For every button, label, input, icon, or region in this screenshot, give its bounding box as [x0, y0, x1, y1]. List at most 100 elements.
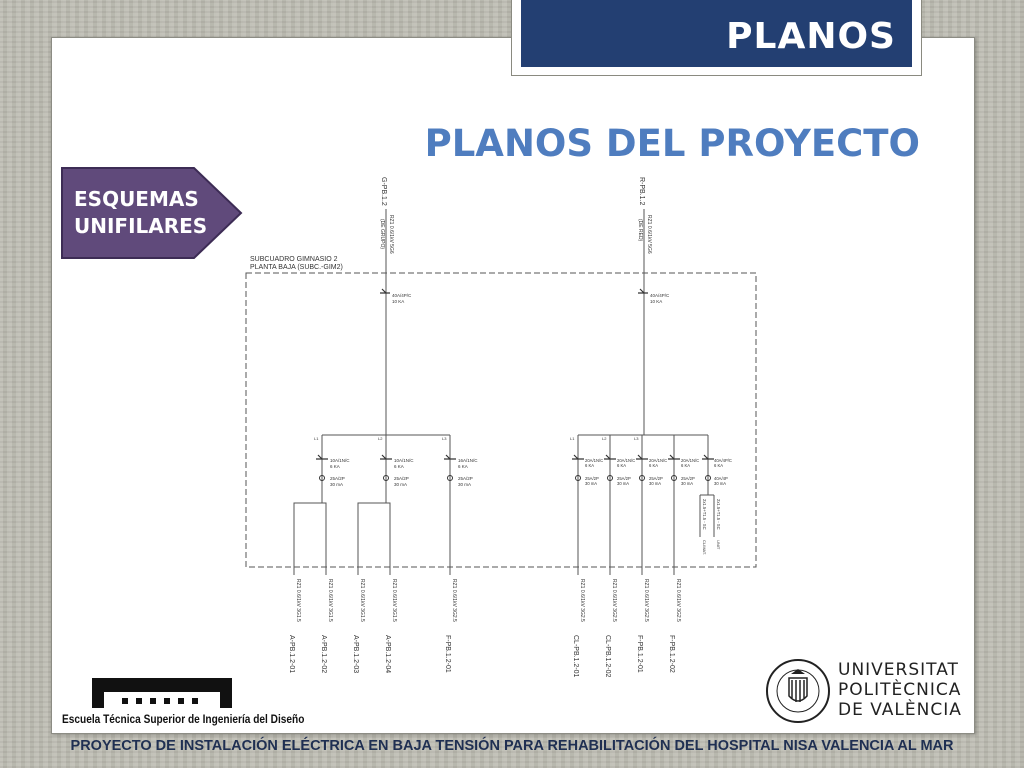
- circuit-left-3-labels: RZ1 0.6/1kV 3G1.5 A-PB.1.2-03: [352, 579, 365, 673]
- diagram-drawing: SUBCUADRO GIMNASIO 2 PLANTA BAJA (SUBC.-…: [245, 177, 757, 678]
- branch-right-2-rating: 6 KA: [617, 463, 626, 468]
- section-tab-background: PLANOS: [521, 0, 912, 67]
- feeder-left-note: (DE GRUPO): [379, 219, 385, 249]
- branch-left-1-rcd-sens: 30 mA: [330, 482, 343, 487]
- circuit-left-4-labels: RZ1 0.6/1kV 3G1.5 A-PB.1.2-04: [384, 579, 397, 673]
- main-breaker-right-symbol: [638, 288, 648, 294]
- branch-right-2-rcd-sens: 30 mA: [617, 481, 629, 486]
- circuit-left-2-labels: RZ1 0.6/1kV 3G1.5 A-PB.1.2-02: [320, 579, 333, 673]
- aux-line-2: 2x1.5+T1.5 - SC: [716, 499, 721, 530]
- branch-right-1-rating: 6 KA: [585, 463, 594, 468]
- branch-left-3-rcd: 25A/2P: [458, 476, 473, 481]
- circuit-left-2-cable: RZ1 0.6/1kV 3G1.5: [327, 579, 333, 622]
- esquemas-arrow-label: ESQUEMAS UNIFILARES: [60, 166, 244, 260]
- branch-right-4-rcd: 25A/2P: [681, 476, 695, 481]
- branch-right-5-rcd: 40A/4P: [714, 476, 728, 481]
- branch-left-3-rating: 6 KA: [458, 464, 468, 469]
- circuit-left-3-wire: [357, 485, 387, 575]
- branch-right-3: 20A/1N/C 6 KA 25A/2P 30 mA L3: [634, 435, 667, 575]
- branch-right-3-phase: L3: [634, 436, 639, 441]
- university-name-line3: DE VALÈNCIA: [838, 700, 962, 720]
- branch-right-4-rating: 6 KA: [681, 463, 690, 468]
- circuit-left-1-cable: RZ1 0.6/1kV 3G1.5: [295, 579, 301, 622]
- branch-right-1: 20A/1N/C 6 KA 25A/2P 30 mA L1: [570, 435, 603, 575]
- circuit-right-1-labels: RZ1 0.6/1kV 3G2.5 CL-PB.1.2-01: [572, 579, 585, 678]
- circuit-left-5-tag: F-PB.1.2-01: [444, 635, 451, 673]
- circuit-left-4-cable: RZ1 0.6/1kV 3G1.5: [391, 579, 397, 622]
- branch-left-1-rcd: 25A/2P: [330, 476, 345, 481]
- branch-right-2: 20A/1N/C 6 KA 25A/2P 30 mA L2: [602, 435, 635, 575]
- feeder-right-tag: R-PB.1.2: [638, 177, 645, 206]
- branch-right-4-rcd-sens: 30 mA: [681, 481, 693, 486]
- circuit-left-4-wire: [386, 502, 391, 575]
- circuit-left-1-tag: A-PB.1.2-01: [288, 635, 295, 673]
- school-name: Escuela Técnica Superior de Ingeniería d…: [62, 714, 305, 726]
- branch-left-3-label: 16A/1N/C: [458, 458, 478, 463]
- circuit-right-3-labels: RZ1 0.6/1kV 3G2.5 F-PB.1.2-01: [636, 579, 649, 673]
- branch-right-4-label: 20A/1N/C: [681, 458, 699, 463]
- branch-left-2-rcd-sens: 30 mA: [394, 482, 407, 487]
- page-title: PLANOS DEL PROYECTO: [424, 122, 920, 165]
- branch-right-1-label: 20A/1N/C: [585, 458, 603, 463]
- circuit-left-4-tag: A-PB.1.2-04: [384, 635, 391, 673]
- slide-card: [51, 37, 975, 734]
- branch-right-5: 40A/4P/C 6 KA 40A/4P 30 mA 2x1.5+T1.5 - …: [699, 435, 732, 555]
- branch-left-1-rating: 6 KA: [330, 464, 340, 469]
- circuit-left-3-cable: RZ1 0.6/1kV 3G1.5: [359, 579, 365, 622]
- feeder-right-cable: RZ1 0.6/1kV 5G6: [646, 215, 652, 254]
- branch-right-5-rcd-sens: 30 mA: [714, 481, 726, 486]
- circuit-right-3-cable: RZ1 0.6/1kV 3G2.5: [643, 579, 649, 622]
- main-breaker-right-rating: 10 KA: [650, 299, 662, 304]
- main-breaker-right-label: 40A/4P/C: [650, 293, 670, 298]
- circuit-right-4-tag: F-PB.1.2-02: [668, 635, 675, 673]
- arrow-shape: [61, 167, 243, 259]
- school-logo: Escuela Técnica Superior de Ingeniería d…: [62, 676, 304, 732]
- branch-right-4: 20A/1N/C 6 KA 25A/2P 30 mA: [668, 435, 699, 575]
- branch-right-3-rating: 6 KA: [649, 463, 658, 468]
- branch-left-2-label: 10A/1N/C: [394, 458, 414, 463]
- section-tab: PLANOS: [511, 0, 922, 76]
- branch-right-1-phase: L1: [570, 436, 575, 441]
- circuit-right-1-cable: RZ1 0.6/1kV 3G2.5: [579, 579, 585, 622]
- branch-left-2-rcd: 25A/2P: [394, 476, 409, 481]
- circuit-left-3-tag: A-PB.1.2-03: [352, 635, 359, 673]
- branch-left-3-phase: L3: [442, 436, 447, 441]
- circuit-right-4-cable: RZ1 0.6/1kV 3G2.5: [675, 579, 681, 622]
- main-breaker-left-label: 40A/4P/C: [392, 293, 412, 298]
- panel-name-line1: SUBCUADRO GIMNASIO 2: [250, 256, 338, 263]
- circuit-left-1-labels: RZ1 0.6/1kV 3G1.5 A-PB.1.2-01: [288, 579, 301, 673]
- feeder-left-tag: G-PB.1.2: [380, 177, 387, 206]
- university-name: UNIVERSITAT POLITÈCNICA DE VALÈNCIA: [838, 660, 962, 720]
- branch-left-2-rating: 6 KA: [394, 464, 404, 469]
- section-title: PLANOS: [726, 16, 896, 57]
- circuit-right-1-tag: CL-PB.1.2-01: [572, 635, 579, 678]
- single-line-diagram: SUBCUADRO GIMNASIO 2 PLANTA BAJA (SUBC.-…: [232, 165, 768, 695]
- branch-left-1-label: 10A/1N/C: [330, 458, 350, 463]
- branch-left-3: 16A/1N/C 6 KA 25A/2P 30 mA L3: [442, 435, 478, 487]
- circuit-left-5-labels: RZ1 0.6/1kV 3G2.5 F-PB.1.2-01: [444, 579, 457, 673]
- branch-left-1: 10A/1N/C 6 KA 25A/2P 30 mA L1: [314, 435, 350, 487]
- arrow-label-line1: ESQUEMAS: [74, 187, 199, 211]
- university-name-line1: UNIVERSITAT: [838, 660, 959, 680]
- branch-right-2-phase: L2: [602, 436, 607, 441]
- circuit-right-3-tag: F-PB.1.2-01: [636, 635, 643, 673]
- aux-line-1: 2x1.5+T1.5 - SC: [702, 499, 707, 530]
- aux-label-1: CLIMAT.: [702, 540, 707, 555]
- circuit-right-2-tag: CL-PB.1.2-02: [604, 635, 611, 678]
- main-breaker-left-symbol: [380, 288, 390, 294]
- branch-right-5-label: 40A/4P/C: [714, 458, 732, 463]
- branch-right-1-rcd-sens: 30 mA: [585, 481, 597, 486]
- panel-name-line2: PLANTA BAJA (SUBC.-GIM2): [250, 264, 343, 271]
- circuit-left-2-wire: [322, 502, 327, 575]
- circuit-left-1-wire: [293, 485, 323, 575]
- feeder-right-note: (DE RED): [637, 219, 643, 242]
- feeder-left-cable: RZ1 0.6/1kV 5G6: [388, 215, 394, 254]
- project-title-footer: PROYECTO DE INSTALACIÓN ELÉCTRICA EN BAJ…: [70, 738, 954, 754]
- panel-boundary: [245, 272, 757, 568]
- branch-left-3-rcd-sens: 30 mA: [458, 482, 471, 487]
- aux-label-2: UNIT: [716, 540, 721, 550]
- branch-left-2-phase: L2: [378, 436, 383, 441]
- branch-right-2-label: 20A/1N/C: [617, 458, 635, 463]
- circuit-right-2-cable: RZ1 0.6/1kV 3G2.5: [611, 579, 617, 622]
- upv-seal: [766, 659, 830, 723]
